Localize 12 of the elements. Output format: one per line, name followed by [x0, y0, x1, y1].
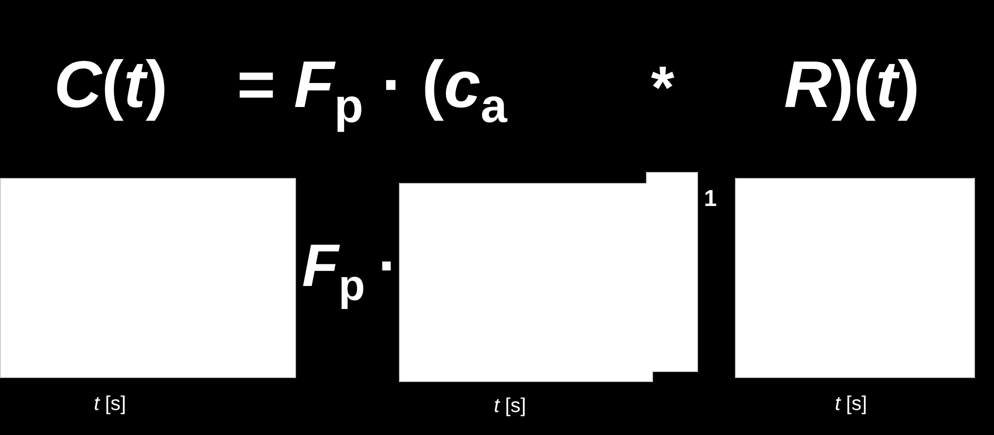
- blank-panel: [735, 178, 975, 378]
- axis-tick-label: 1: [704, 186, 717, 212]
- equation-part: *: [650, 54, 676, 123]
- blank-panel: [399, 172, 698, 382]
- axis-label: t [s]: [494, 395, 526, 418]
- equation-part: F$_{p}$ ·: [301, 232, 400, 312]
- equation-part: R)(t): [783, 48, 921, 123]
- equation-part: C(t): [53, 48, 169, 123]
- axis-label: t [s]: [94, 393, 126, 416]
- blank-panel: [0, 178, 296, 378]
- equation-part: = F$_{p}$ · (c$_{a}$: [236, 48, 508, 136]
- axis-label: t [s]: [834, 393, 868, 416]
